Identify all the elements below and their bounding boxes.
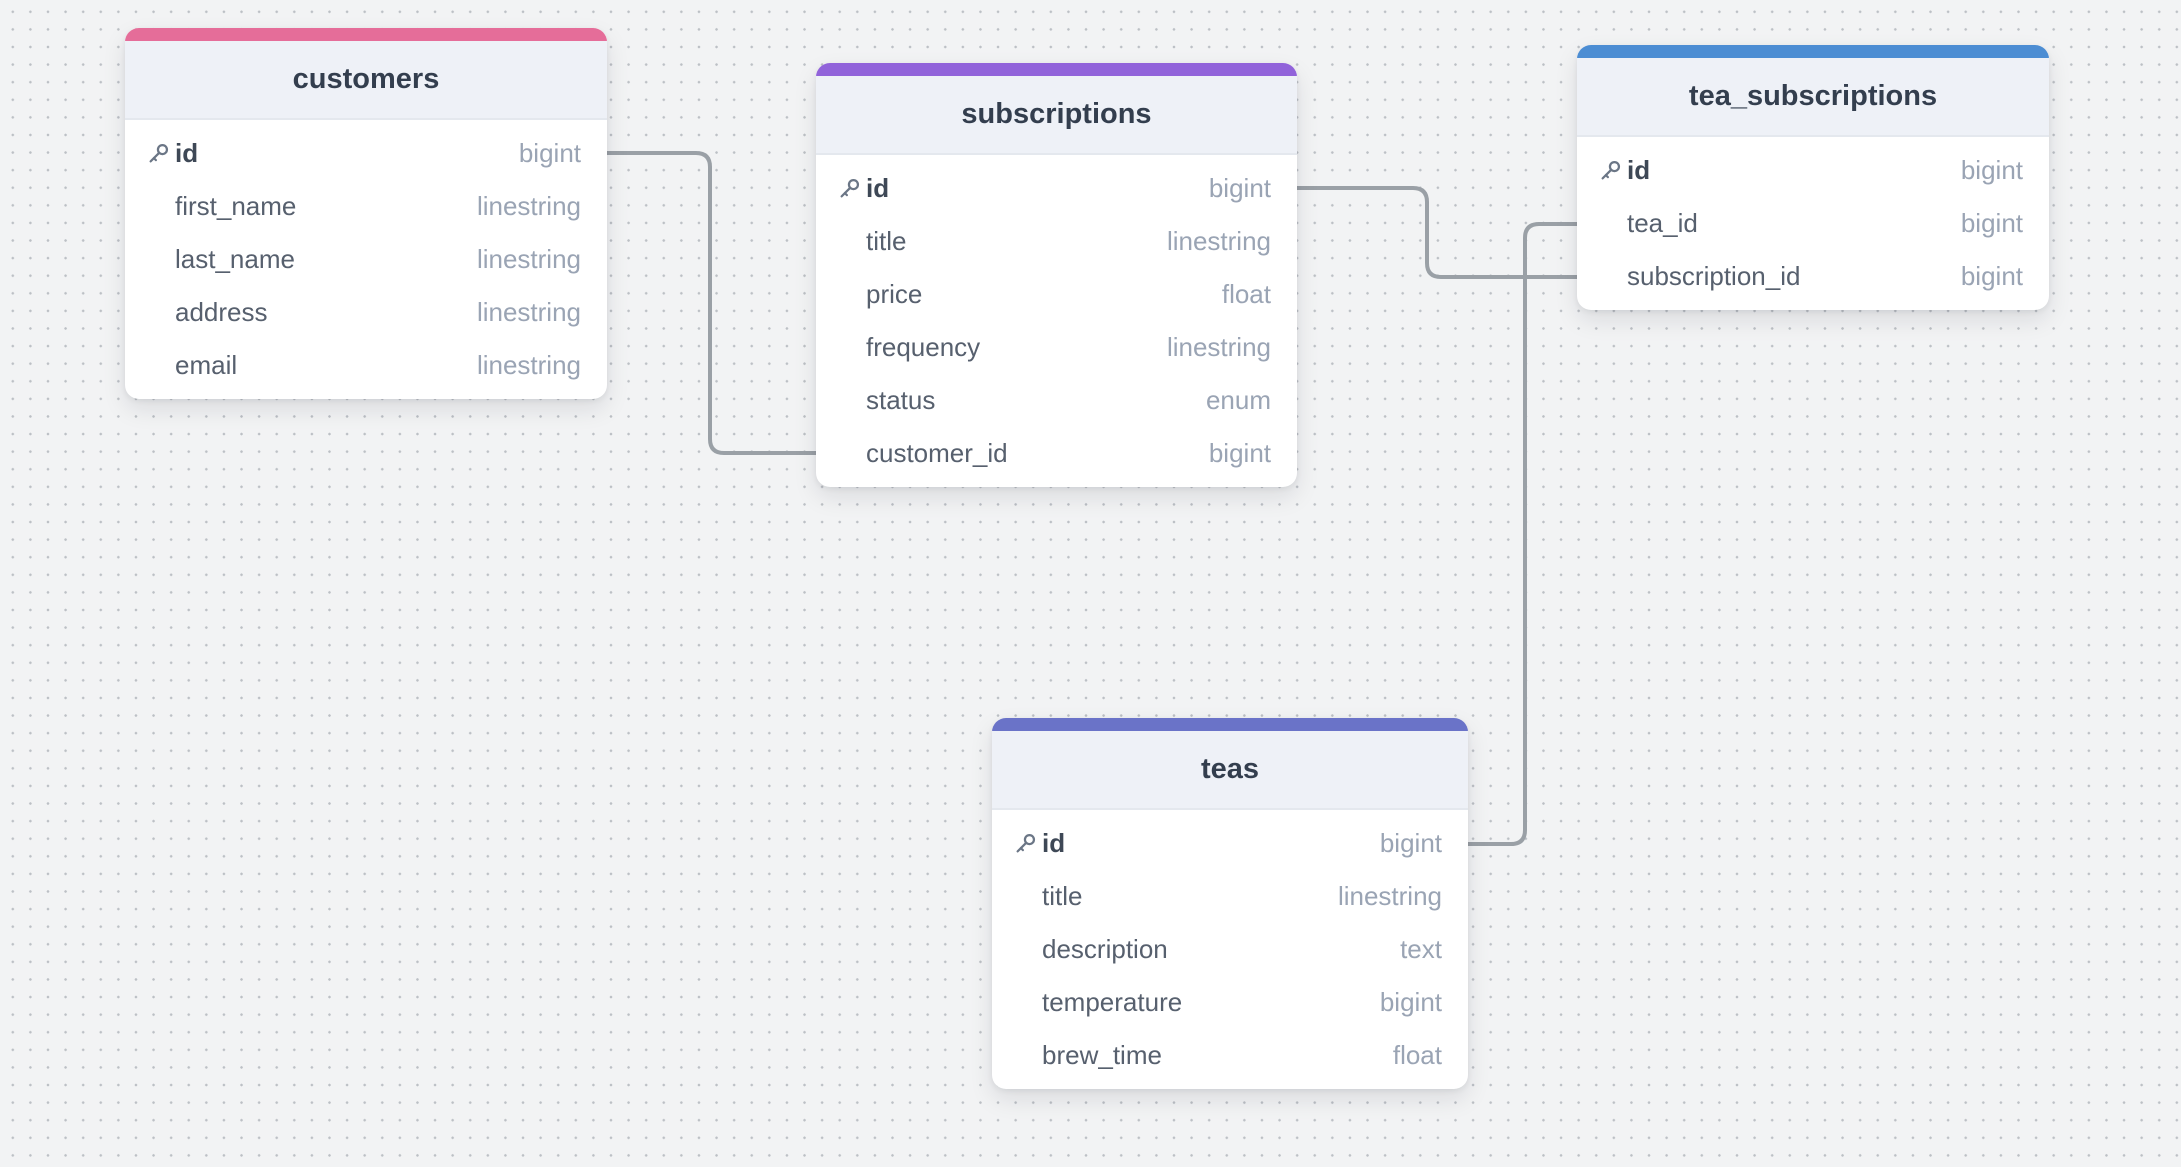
table-title: teas bbox=[1200, 753, 1260, 785]
field-row[interactable]: temperature bigint bbox=[992, 976, 1468, 1029]
relationship-customers-subscriptions[interactable] bbox=[607, 151, 816, 455]
field-type: linestring bbox=[476, 191, 581, 221]
field-row[interactable]: last_name linestring bbox=[125, 233, 607, 286]
field-type: bigint bbox=[1208, 173, 1271, 203]
field-type: enum bbox=[1205, 385, 1271, 415]
field-name: tea_id bbox=[1627, 208, 1698, 238]
field-row[interactable]: subscription_id bigint bbox=[1577, 250, 2049, 303]
field-type: linestring bbox=[476, 297, 581, 327]
primary-key-icon bbox=[1012, 830, 1042, 857]
field-name: brew_time bbox=[1042, 1040, 1162, 1070]
field-type: linestring bbox=[1166, 226, 1271, 256]
field-row[interactable]: email linestring bbox=[125, 339, 607, 392]
field-row[interactable]: price float bbox=[816, 268, 1297, 321]
table-header[interactable]: customers bbox=[125, 41, 607, 120]
field-type: bigint bbox=[518, 138, 581, 168]
field-row[interactable]: brew_time float bbox=[992, 1029, 1468, 1082]
relationship-subscriptions-tea-subscriptions[interactable] bbox=[1297, 186, 1577, 279]
field-type: linestring bbox=[1337, 881, 1442, 911]
table-title: customers bbox=[292, 63, 440, 95]
field-row[interactable]: title linestring bbox=[816, 215, 1297, 268]
field-row[interactable]: first_name linestring bbox=[125, 180, 607, 233]
field-name: id bbox=[1042, 828, 1066, 858]
field-type: text bbox=[1400, 934, 1442, 964]
table-accent-bar bbox=[1577, 45, 2049, 58]
field-name: id bbox=[1627, 155, 1651, 185]
field-row[interactable]: id bigint bbox=[816, 162, 1297, 215]
field-row[interactable]: status enum bbox=[816, 374, 1297, 427]
field-name: last_name bbox=[175, 244, 295, 274]
table-header[interactable]: subscriptions bbox=[816, 76, 1297, 155]
field-type: bigint bbox=[1960, 261, 2023, 291]
field-row[interactable]: description text bbox=[992, 923, 1468, 976]
field-type: bigint bbox=[1379, 828, 1442, 858]
field-name: price bbox=[866, 279, 923, 309]
primary-key-icon bbox=[145, 140, 175, 167]
field-name: first_name bbox=[175, 191, 297, 221]
field-name: id bbox=[866, 173, 890, 203]
field-type: float bbox=[1392, 1040, 1442, 1070]
table-header[interactable]: tea_subscriptions bbox=[1577, 58, 2049, 137]
field-name: customer_id bbox=[866, 438, 1008, 468]
field-type: linestring bbox=[476, 350, 581, 380]
field-name: description bbox=[1042, 934, 1168, 964]
field-row[interactable]: tea_id bigint bbox=[1577, 197, 2049, 250]
field-name: id bbox=[175, 138, 199, 168]
field-row[interactable]: frequency linestring bbox=[816, 321, 1297, 374]
field-row[interactable]: id bigint bbox=[992, 817, 1468, 870]
table-accent-bar bbox=[816, 63, 1297, 76]
field-type: linestring bbox=[476, 244, 581, 274]
field-name: email bbox=[175, 350, 238, 380]
field-name: subscription_id bbox=[1627, 261, 1801, 291]
table-card-tea-subscriptions[interactable]: tea_subscriptions id bigint tea_id bigin… bbox=[1577, 45, 2049, 310]
table-title: subscriptions bbox=[961, 98, 1152, 130]
field-row[interactable]: id bigint bbox=[125, 127, 607, 180]
table-card-customers[interactable]: customers id bigint first_name linestrin… bbox=[125, 28, 607, 399]
field-name: address bbox=[175, 297, 268, 327]
field-type: linestring bbox=[1166, 332, 1271, 362]
field-name: frequency bbox=[866, 332, 981, 362]
table-title: tea_subscriptions bbox=[1688, 80, 1938, 112]
field-row[interactable]: address linestring bbox=[125, 286, 607, 339]
field-name: title bbox=[866, 226, 907, 256]
table-card-teas[interactable]: teas id bigint title linestring descript… bbox=[992, 718, 1468, 1089]
table-header[interactable]: teas bbox=[992, 731, 1468, 810]
table-accent-bar bbox=[992, 718, 1468, 731]
table-card-subscriptions[interactable]: subscriptions id bigint title linestring… bbox=[816, 63, 1297, 487]
field-row[interactable]: title linestring bbox=[992, 870, 1468, 923]
field-name: temperature bbox=[1042, 987, 1183, 1017]
field-type: bigint bbox=[1960, 155, 2023, 185]
table-accent-bar bbox=[125, 28, 607, 41]
field-type: bigint bbox=[1960, 208, 2023, 238]
primary-key-icon bbox=[1597, 157, 1627, 184]
field-row[interactable]: customer_id bigint bbox=[816, 427, 1297, 480]
field-type: float bbox=[1221, 279, 1271, 309]
field-type: bigint bbox=[1379, 987, 1442, 1017]
field-name: status bbox=[866, 385, 936, 415]
field-name: title bbox=[1042, 881, 1083, 911]
field-type: bigint bbox=[1208, 438, 1271, 468]
relationship-teas-tea-subscriptions[interactable] bbox=[1468, 222, 1577, 846]
primary-key-icon bbox=[836, 175, 866, 202]
field-row[interactable]: id bigint bbox=[1577, 144, 2049, 197]
canvas-bottom-edge bbox=[0, 1167, 2181, 1171]
